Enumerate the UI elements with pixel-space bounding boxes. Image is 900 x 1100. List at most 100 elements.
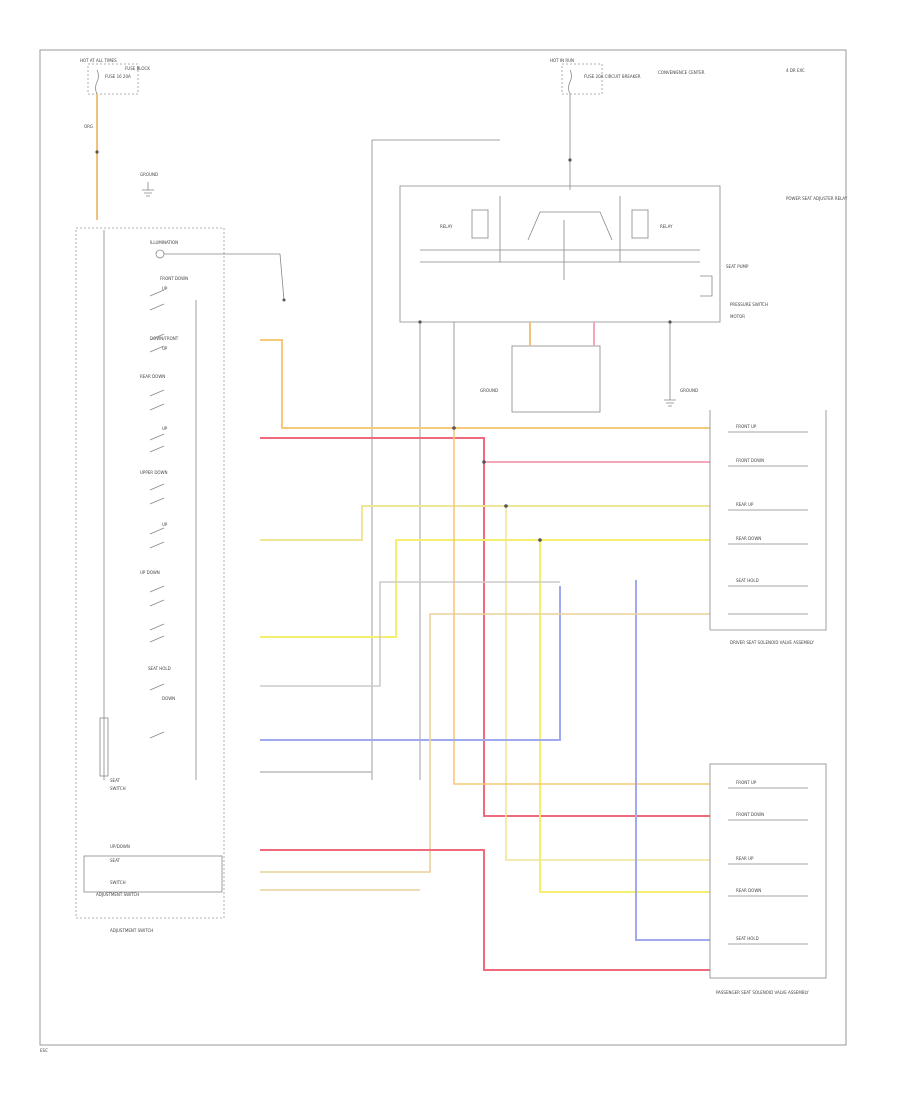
footer-code: ESC [40,1048,48,1053]
seat-pump-label: SEAT PUMP [726,264,749,269]
wire-orange-down [453,428,710,785]
passenger-actuator-5: SEAT HOLD [736,936,759,941]
switch-module-outline [75,227,225,919]
illumination-label: ILLUMINATION [150,240,178,245]
relay-left-label: RELAY [440,224,453,229]
down-front-label: DOWN/FRONT [150,336,179,341]
up-btn-4: UP [162,522,168,527]
driver-coils [728,431,808,615]
relay-node-left [418,320,422,324]
switch-contact-4 [149,433,165,453]
ground-left-label: GROUND [140,172,158,177]
rear-down-label: REAR DOWN [140,374,165,379]
up-btn-2: UP [162,346,168,351]
upper-down-label: UPPER DOWN [140,470,168,475]
ground-center-left: GROUND [480,388,498,393]
driver-actuator-4: REAR DOWN [736,536,761,541]
left-fuse-box-outline [87,63,139,95]
wire-yellow [260,539,710,638]
down-btn: DOWN [162,696,175,701]
wire-red-bottom [260,849,710,971]
splice-3 [504,504,508,508]
wire-tan [260,613,710,873]
seat-pump-symbol [700,275,713,297]
splice-2 [482,460,486,464]
illumination-bulb-icon [155,249,165,259]
switch-contact-3 [149,389,165,411]
left-feed-label: HOT AT ALL TIMES [80,58,117,63]
bottom-switch-box [83,855,223,893]
ground-center-right: GROUND [680,388,698,393]
left-module-label: ADJUSTMENT SWITCH [96,892,139,897]
pressure-switch-label: PRESSURE SWITCH [730,302,768,307]
passenger-actuator-2: FRONT DOWN [736,812,764,817]
diagram-frame [39,49,847,1046]
driver-actuator-3: REAR UP [736,502,754,507]
up-btn-3: UP [162,426,168,431]
center-fuse-box-outline [561,63,603,95]
center-feed-label: HOT IN RUN [550,58,574,63]
switch-contact-5 [149,483,165,505]
passenger-actuator-1: FRONT UP [736,780,757,785]
passenger-solenoid-box [709,763,827,979]
wire-orange [260,339,710,429]
center-splice [568,158,572,162]
relay-enclosure [371,139,721,780]
illumination-wire [164,253,285,301]
driver-solenoid-title: DRIVER SEAT SOLENOID VALVE ASSEMBLY [730,640,814,645]
left-fuse-label: FUSE 16 20A [105,74,131,79]
driver-actuator-1: FRONT UP [736,424,757,429]
wire-red [260,437,710,817]
adj-switch-label: ADJUSTMENT SWITCH [110,928,153,933]
wire-blue-right [635,580,710,941]
center-fuse-label: FUSE 20A CIRCUIT BREAKER [584,74,641,79]
passenger-coils [728,787,808,945]
illum-splice [282,298,286,302]
power-seat-relay-label: POWER SEAT ADJUSTER RELAY [786,196,848,201]
center-fuse-box-label: CONVENIENCE CENTER [658,70,705,75]
seat-hold-label: SEAT HOLD [148,666,171,671]
switch-contact-7 [149,585,165,607]
adjustment-switch-module: ILLUMINATION FRONT DOWN UP DOWN/FRONT UP… [75,227,286,933]
corner-note-left: ORG [84,124,93,129]
wire-light-yellow [260,505,710,541]
switch-contact-1 [149,289,165,311]
seat-switch-bottom: SWITCH [110,786,126,791]
wire-light-yellow-down [505,506,710,861]
relay-internals [420,196,700,280]
left-splice [95,150,99,154]
switch-side-bar [99,717,109,777]
harness-wires [260,339,710,971]
bottom-switch-line-1: SEAT [110,858,120,863]
bottom-switch-title: UP/DOWN [110,844,130,849]
relay-right-label: RELAY [660,224,673,229]
front-down-label: FRONT DOWN [160,276,188,281]
driver-solenoid-bracket [709,410,827,631]
left-fuse-box-label: FUSE BLOCK [125,66,150,71]
relay-left-coil [471,209,489,239]
driver-solenoid-assembly: FRONT UP FRONT DOWN REAR UP REAR DOWN SE… [709,410,827,645]
passenger-solenoid-assembly: FRONT UP FRONT DOWN REAR UP REAR DOWN SE… [709,763,827,995]
passenger-actuator-4: REAR DOWN [736,888,761,893]
center-power-feed: HOT IN RUN FUSE 20A CIRCUIT BREAKER CONV… [550,58,805,190]
splice-4 [538,538,542,542]
switch-contact-8 [149,623,165,739]
relay-node-right [668,320,672,324]
center-fuse-symbol [568,69,572,95]
relay-out-wire [419,322,671,780]
motor-label: MOTOR [730,314,745,319]
ground-center-right-symbol [664,392,676,407]
power-seat-relay: POWER SEAT ADJUSTER RELAY RELAY RELAY SE… [371,139,848,780]
relay-sub-box [511,345,601,413]
left-power-feed: HOT AT ALL TIMES FUSE BLOCK FUSE 16 20A … [80,58,158,220]
up-down-label: UP DOWN [140,570,160,575]
bottom-switch-line-2: SWITCH [110,880,126,885]
driver-actuator-2: FRONT DOWN [736,458,764,463]
switch-contact-6 [149,527,165,549]
wire-blue [260,586,561,741]
driver-actuator-5: SEAT HOLD [736,578,759,583]
passenger-solenoid-title: PASSENGER SEAT SOLENOID VALVE ASSEMBLY [716,990,809,995]
ground-left-symbol [142,182,154,197]
switch-contact-2 [149,333,165,353]
